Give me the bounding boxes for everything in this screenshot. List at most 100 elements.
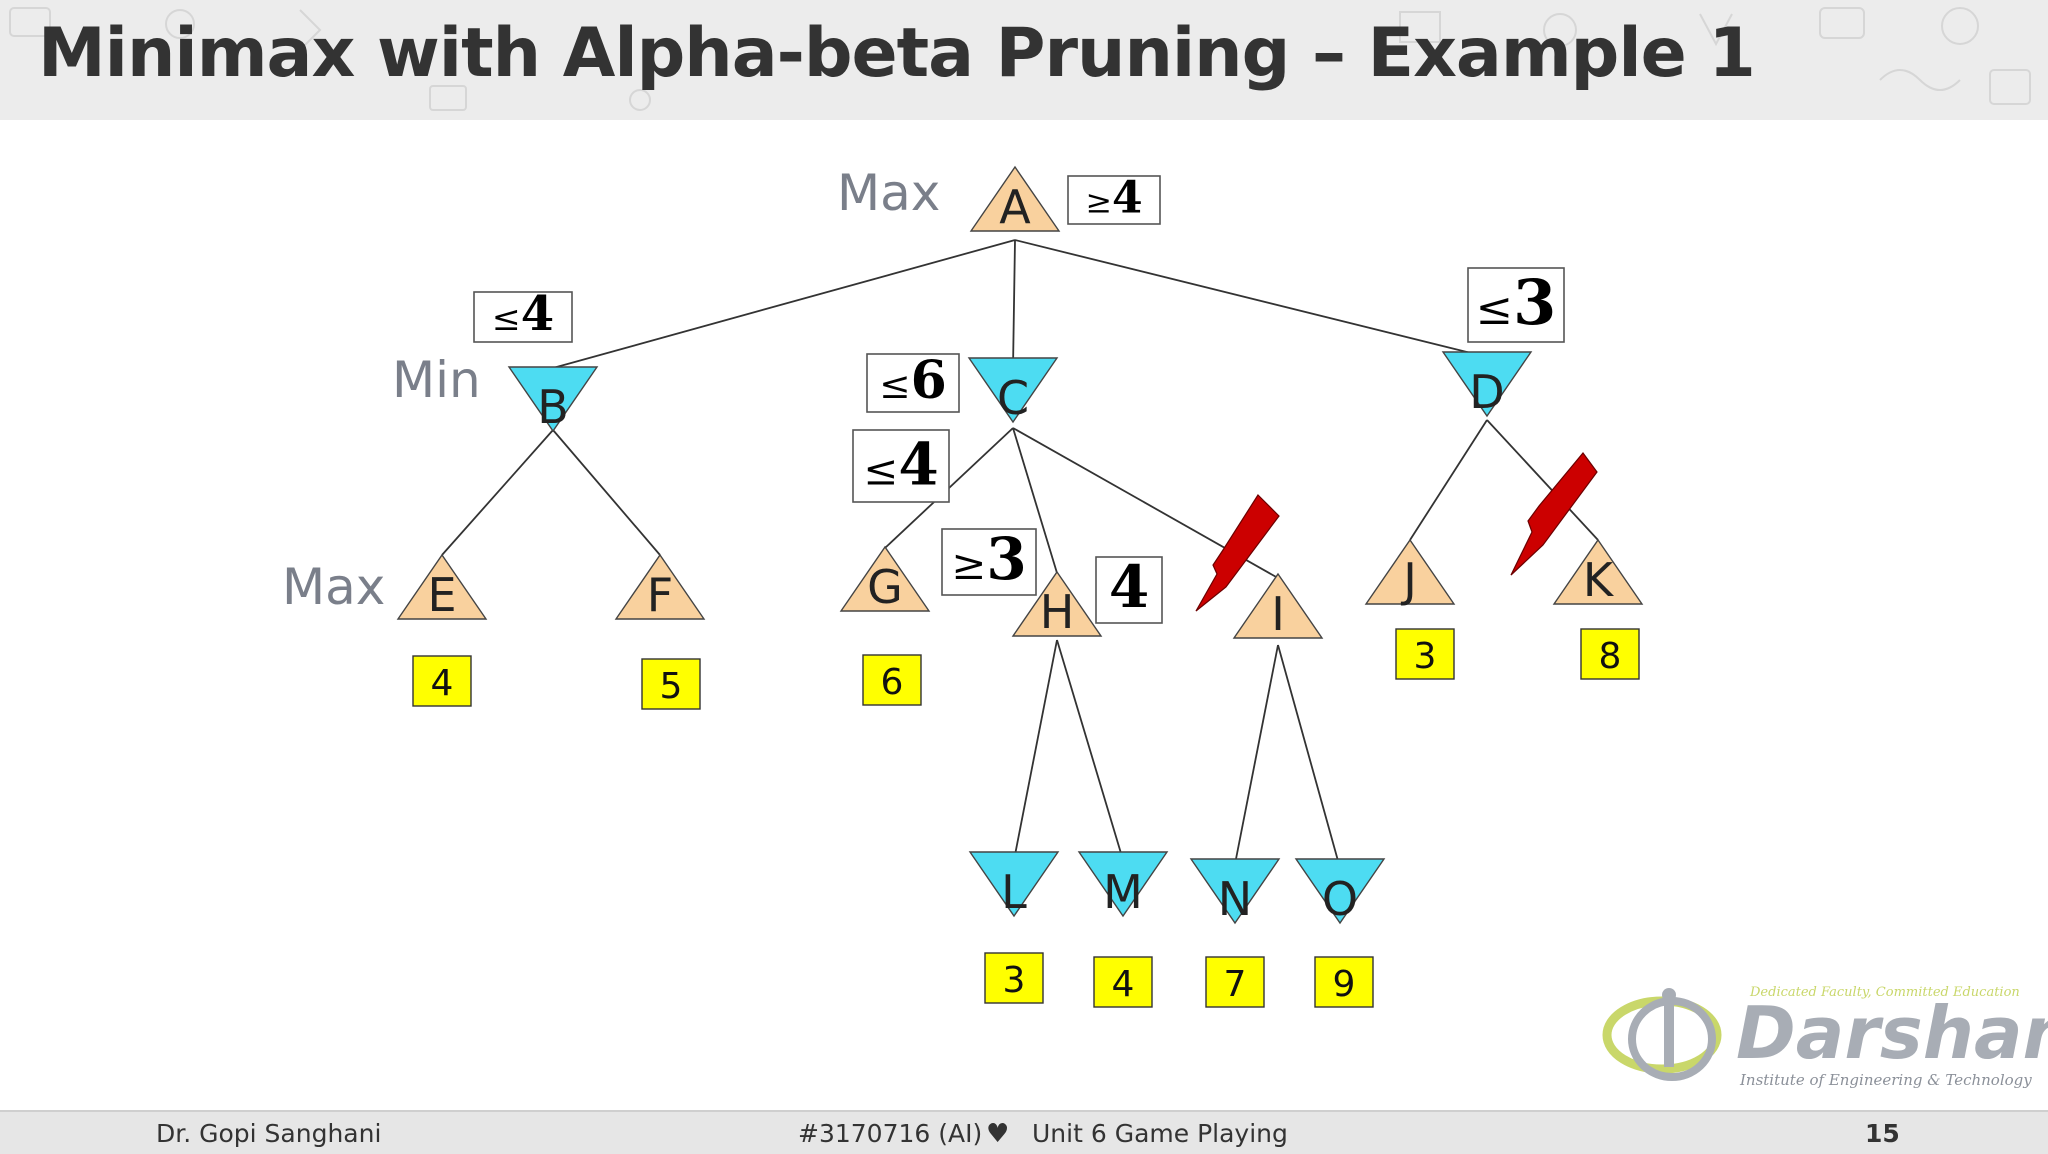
bound-label-h-6: 4: [1095, 553, 1163, 624]
slide-title: Minimax with Alpha-beta Pruning – Exampl…: [38, 14, 1756, 93]
node-label-m: M: [1103, 865, 1143, 919]
leaf-values: 4 5 6 3 8 3 4 7 9: [412, 628, 1640, 1008]
bound-text-0: ≥4: [1085, 172, 1142, 223]
node-label-g: G: [867, 560, 903, 614]
node-label-a: A: [999, 180, 1031, 234]
edge-h-l: [1013, 639, 1058, 861]
max-triangle-h: [1011, 570, 1103, 637]
node-i: I: [1232, 572, 1324, 641]
bound-text-6: 4: [1109, 553, 1149, 621]
node-b: B: [507, 366, 599, 434]
node-k: K: [1552, 538, 1644, 607]
bound-text-1: ≤4: [492, 286, 554, 342]
logo-subtitle: Institute of Engineering & Technology: [1740, 1071, 2032, 1089]
leaf-box-m: [1093, 956, 1153, 1008]
bound-box-6: [1095, 556, 1163, 624]
edge-a-d: [1014, 239, 1488, 358]
darshan-logo-icon: [1602, 988, 1722, 1081]
leaf-value-text-g: 6: [881, 662, 904, 703]
node-g: G: [839, 545, 931, 614]
prune-marks: [1195, 452, 1598, 612]
leaf-value-g: 6: [862, 654, 922, 706]
node-label-l: L: [1001, 865, 1027, 919]
leaf-value-text-e: 4: [431, 663, 454, 704]
heart-icon: ♥: [986, 1119, 1010, 1149]
edge-b-f: [552, 429, 661, 556]
leaf-value-k: 8: [1580, 628, 1640, 680]
node-f: F: [614, 553, 706, 622]
leaf-value-e: 4: [412, 655, 472, 707]
leaf-value-m: 4: [1093, 956, 1153, 1008]
edge-i-o: [1277, 644, 1341, 869]
node-label-b: B: [537, 380, 569, 434]
leaf-box-l: [984, 952, 1044, 1004]
bound-box-5: [941, 528, 1037, 596]
bound-label-b-1: ≤4: [473, 286, 573, 343]
leaf-value-o: 9: [1314, 956, 1374, 1008]
node-j: J: [1364, 538, 1456, 607]
header-doodle-pattern: [9, 7, 2031, 111]
node-label-c: C: [997, 371, 1029, 425]
level-label-min: Min: [392, 351, 481, 409]
node-label-n: N: [1218, 872, 1252, 926]
leaf-value-l: 3: [984, 952, 1044, 1004]
leaf-value-text-m: 4: [1112, 964, 1135, 1005]
bound-labels: ≥4 ≤4 ≤6 ≤4 ≤3 ≥3 4: [473, 172, 1565, 624]
leaf-box-e: [412, 655, 472, 707]
logo-tagline: Dedicated Faculty, Committed Education: [1750, 985, 2020, 1000]
node-label-j: J: [1400, 553, 1417, 607]
level-label-max-top: Max: [837, 164, 940, 222]
max-triangle-f: [614, 553, 706, 620]
leaf-value-text-j: 3: [1414, 636, 1437, 677]
max-triangle-g: [839, 545, 931, 612]
leaf-value-text-f: 5: [660, 666, 683, 707]
max-triangle-j: [1364, 538, 1456, 605]
node-label-k: K: [1583, 553, 1615, 607]
bound-label-c-3: ≤4: [852, 429, 950, 503]
slide-footer: Dr. Gopi Sanghani #3170716 (AI) ♥ Unit 6…: [0, 1110, 2048, 1154]
leaf-value-text-n: 7: [1224, 964, 1247, 1005]
leaf-box-o: [1314, 956, 1374, 1008]
edge-b-e: [441, 429, 554, 556]
bound-label-c-2: ≤6: [866, 350, 960, 413]
node-h: H: [1011, 570, 1103, 639]
max-triangle-k: [1552, 538, 1644, 605]
bound-box-2: [866, 353, 960, 413]
leaf-box-j: [1395, 628, 1455, 680]
node-l: L: [968, 851, 1060, 919]
node-label-o: O: [1322, 872, 1358, 926]
level-label-max-mid: Max: [282, 558, 385, 616]
footer-author: Dr. Gopi Sanghani: [156, 1119, 382, 1148]
node-label-f: F: [647, 568, 673, 622]
max-triangle-e: [396, 553, 488, 620]
node-m: M: [1077, 851, 1169, 919]
bound-box-4: [1467, 267, 1565, 343]
node-n: N: [1189, 858, 1281, 926]
node-d: D: [1441, 351, 1533, 419]
edge-i-n: [1234, 644, 1279, 865]
node-a: A: [969, 165, 1061, 234]
bound-label-d-4: ≤3: [1467, 266, 1565, 343]
leaf-value-n: 7: [1205, 956, 1265, 1008]
bound-label-a-0: ≥4: [1067, 172, 1161, 225]
slide-header: Minimax with Alpha-beta Pruning – Exampl…: [0, 0, 2048, 120]
min-triangle-c: [967, 357, 1059, 424]
min-triangle-d: [1441, 351, 1533, 418]
max-triangle-i: [1232, 572, 1324, 639]
edge-a-c: [1012, 239, 1016, 369]
leaf-box-n: [1205, 956, 1265, 1008]
min-triangle-n: [1189, 858, 1281, 925]
footer-unit: Unit 6 Game Playing: [1032, 1119, 1288, 1148]
edge-d-k: [1486, 419, 1599, 541]
leaf-box-k: [1580, 628, 1640, 680]
edge-a-b: [552, 239, 1016, 369]
bound-text-5: ≥3: [951, 525, 1026, 593]
leaf-value-j: 3: [1395, 628, 1455, 680]
min-triangle-l: [968, 851, 1060, 918]
bound-box-3: [852, 429, 950, 503]
edge-h-m: [1056, 639, 1124, 861]
darshan-logo: Dedicated Faculty, Committed Education D…: [1600, 985, 2048, 1095]
min-triangle-o: [1294, 858, 1386, 925]
node-label-d: D: [1469, 365, 1504, 419]
